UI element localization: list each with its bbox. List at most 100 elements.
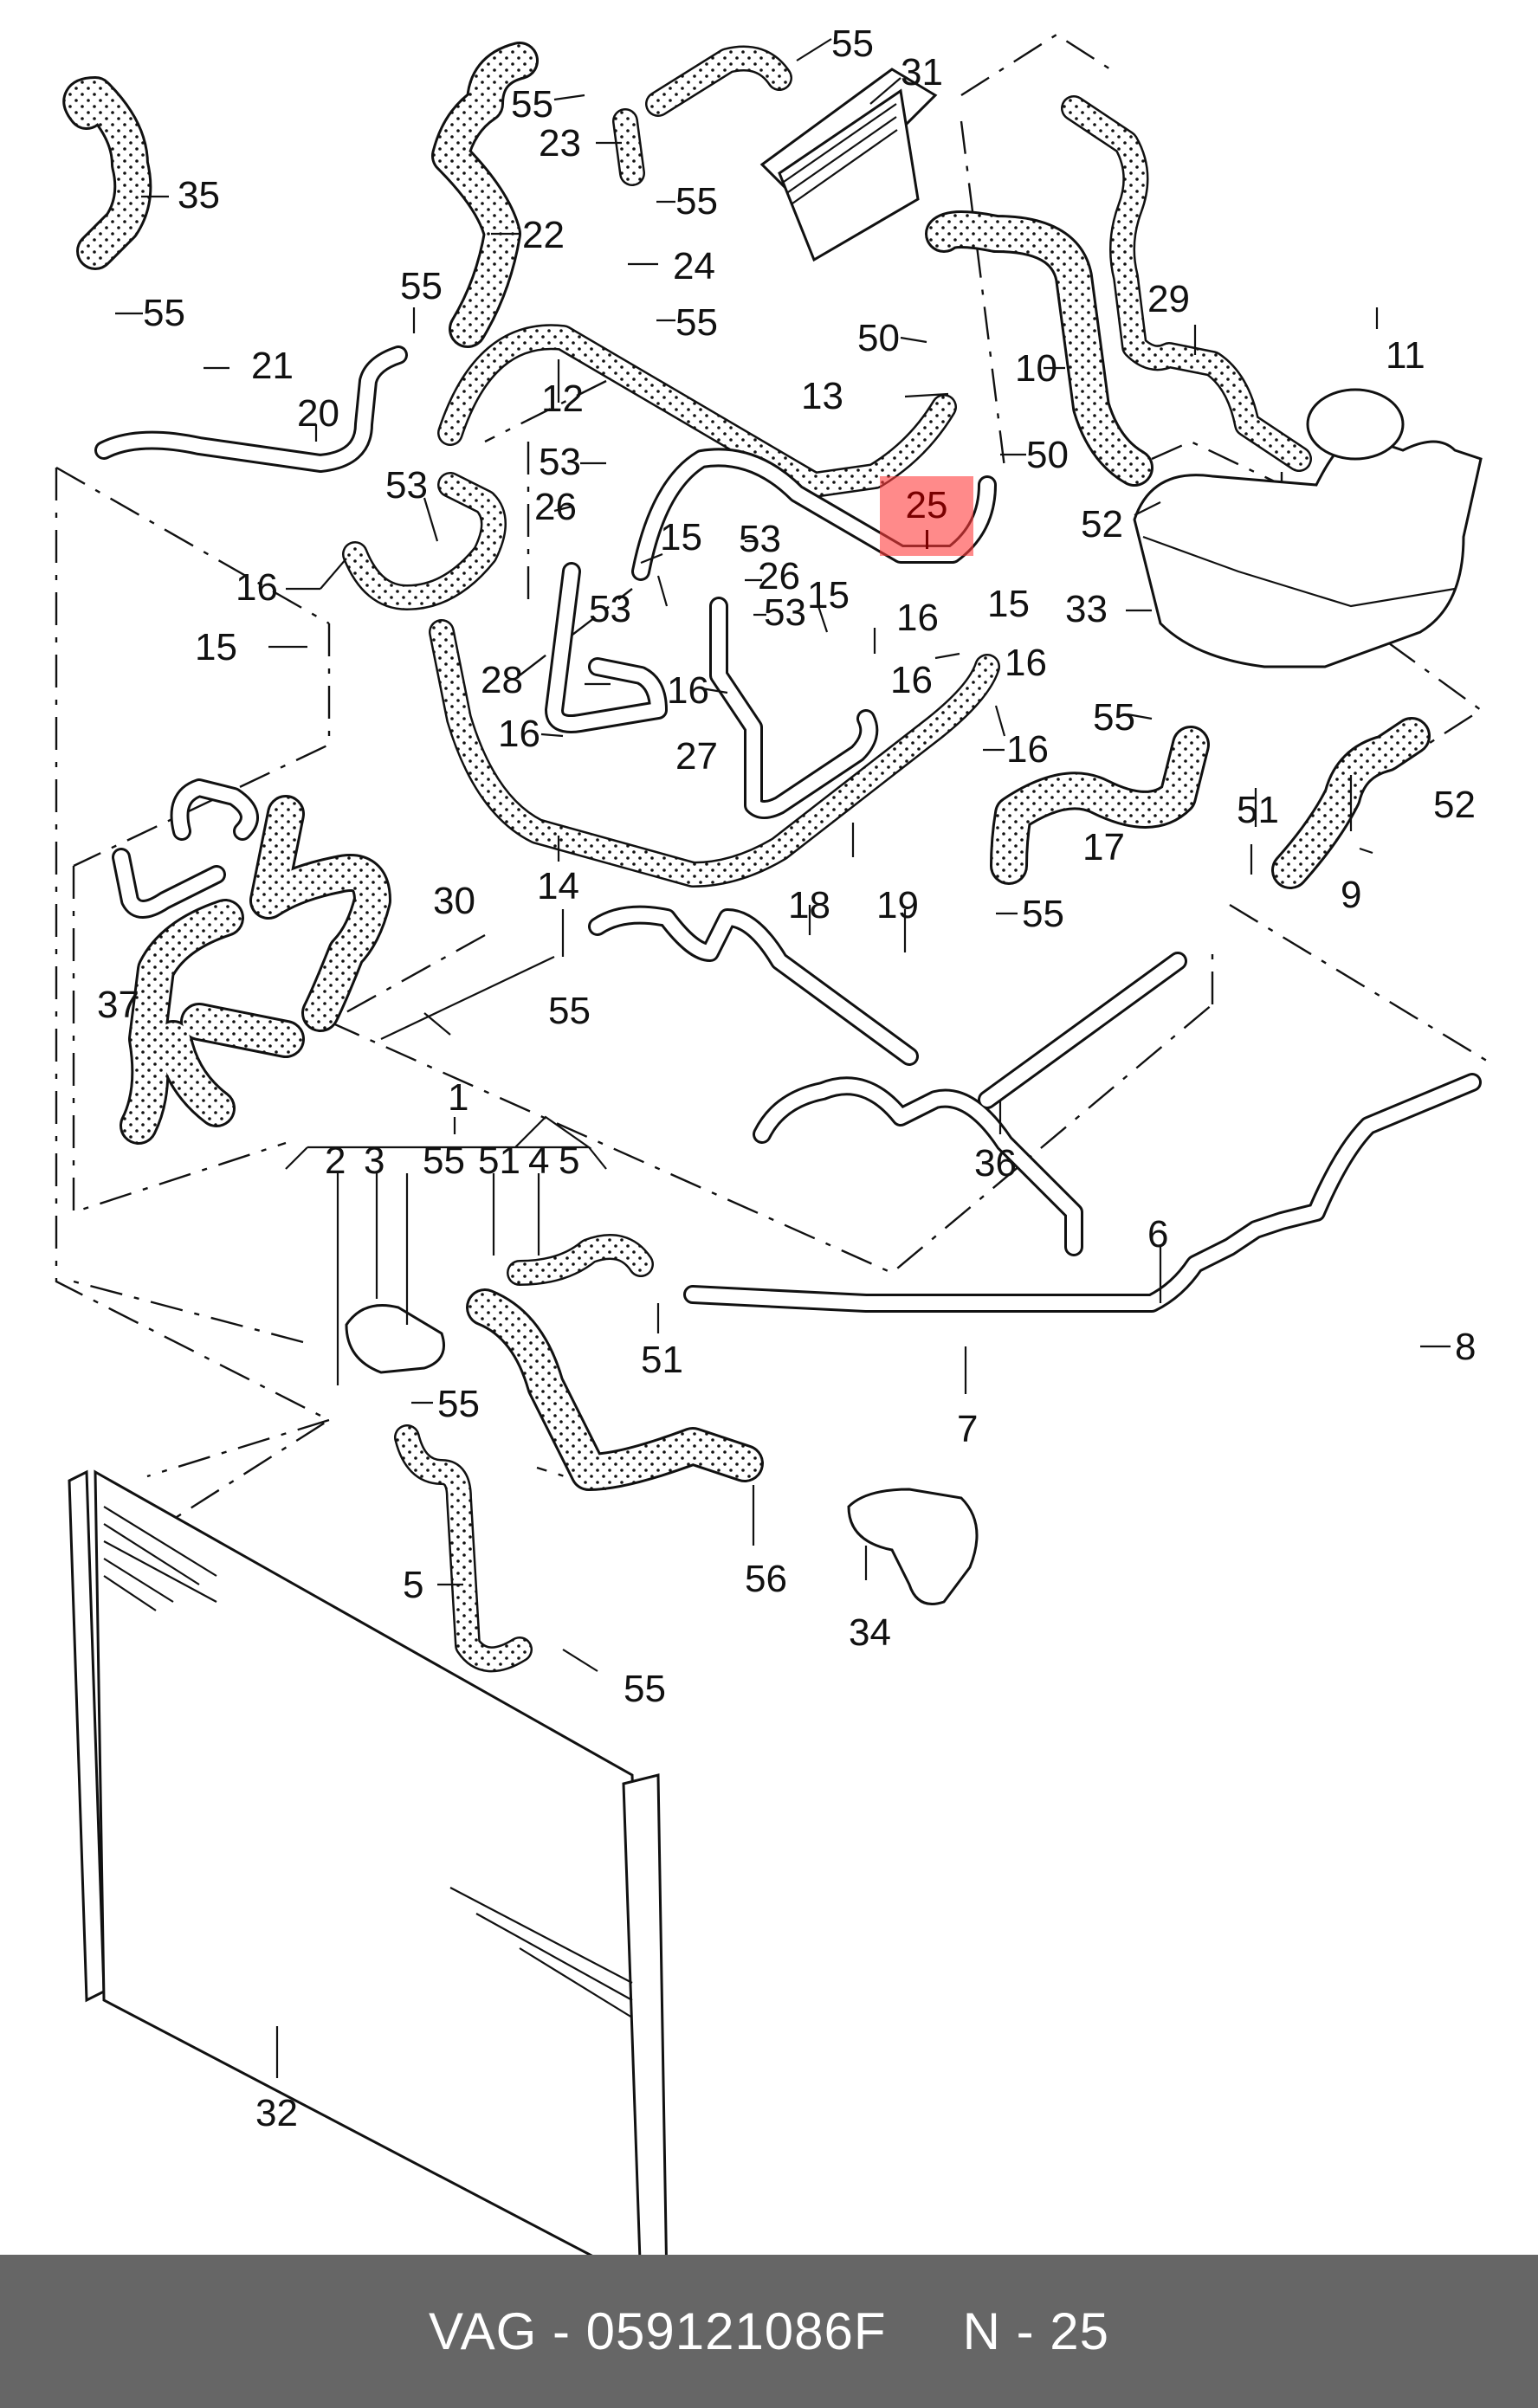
spacer — [887, 2301, 963, 2361]
callout-28[interactable]: 28 — [481, 659, 523, 701]
hose-upper — [645, 45, 792, 117]
expansion-tank-33 — [1133, 388, 1483, 668]
callout-55[interactable]: 55 — [1022, 893, 1064, 935]
callout-55[interactable]: 55 — [1093, 696, 1135, 739]
hose-22 — [431, 42, 539, 348]
hose-37-lower — [120, 899, 305, 1145]
callout-15[interactable]: 15 — [987, 583, 1030, 625]
callout-50[interactable]: 50 — [857, 317, 900, 359]
callout-3[interactable]: 3 — [364, 1139, 384, 1182]
callout-55[interactable]: 55 — [831, 23, 874, 65]
callout-8[interactable]: 8 — [1455, 1326, 1476, 1368]
callout-9[interactable]: 9 — [1341, 874, 1361, 916]
callout-56[interactable]: 56 — [745, 1558, 787, 1600]
callout-53[interactable]: 53 — [385, 464, 428, 507]
pipe-6 — [683, 1073, 1482, 1313]
footer-text: VAG - 059121086F N - 25 — [429, 2301, 1109, 2361]
callout-20[interactable]: 20 — [297, 392, 339, 435]
hose-5 — [394, 1424, 533, 1673]
pipe-37 — [112, 778, 259, 919]
pipe-36 — [753, 952, 1187, 1256]
callout-36[interactable]: 36 — [974, 1142, 1017, 1185]
callout-32[interactable]: 32 — [255, 2092, 298, 2134]
callout-1[interactable]: 1 — [448, 1076, 469, 1119]
callout-34[interactable]: 34 — [849, 1611, 891, 1654]
callout-53[interactable]: 53 — [764, 591, 806, 634]
callout-16[interactable]: 16 — [890, 659, 933, 701]
callout-26[interactable]: 26 — [758, 555, 800, 597]
callout-51[interactable]: 51 — [1237, 789, 1279, 831]
highlighted-callout-leader — [925, 530, 928, 549]
callout-21[interactable]: 21 — [251, 345, 294, 387]
callout-55[interactable]: 55 — [143, 292, 185, 334]
separator — [571, 2301, 586, 2361]
callout-16[interactable]: 16 — [1006, 728, 1049, 771]
callout-55[interactable]: 55 — [511, 83, 553, 126]
callout-15[interactable]: 15 — [195, 626, 237, 668]
callout-11[interactable]: 11 — [1386, 334, 1425, 377]
callout-16[interactable]: 16 — [1005, 642, 1047, 684]
callout-51[interactable]: 51 — [478, 1139, 520, 1182]
radiator-32 — [68, 1469, 668, 2255]
pipe-28 — [545, 562, 668, 733]
callout-27[interactable]: 27 — [675, 735, 718, 778]
callout-53[interactable]: 53 — [589, 588, 631, 630]
callout-53[interactable]: 53 — [739, 518, 781, 560]
callout-16[interactable]: 16 — [236, 566, 278, 609]
callout-16[interactable]: 16 — [498, 713, 540, 755]
callout-16[interactable]: 16 — [896, 597, 939, 639]
callout-29[interactable]: 29 — [1147, 278, 1190, 320]
hose-23 — [612, 108, 645, 186]
callout-55[interactable]: 55 — [675, 301, 718, 344]
brand-separator: - — [552, 2302, 571, 2360]
callout-15[interactable]: 15 — [660, 516, 702, 558]
callout-55[interactable]: 55 — [675, 180, 718, 223]
callout-18[interactable]: 18 — [788, 884, 830, 926]
position-prefix: N — [962, 2302, 1001, 2360]
callout-30[interactable]: 30 — [433, 880, 475, 922]
components — [68, 68, 1483, 2255]
callout-31[interactable]: 31 — [901, 51, 943, 94]
callout-55[interactable]: 55 — [400, 265, 443, 307]
callout-35[interactable]: 35 — [178, 174, 220, 216]
oil-cooler-31 — [759, 68, 938, 262]
callout-52[interactable]: 52 — [1081, 503, 1123, 546]
callout-10[interactable]: 10 — [1015, 347, 1057, 390]
callout-53[interactable]: 53 — [539, 441, 581, 483]
callout-15[interactable]: 15 — [807, 574, 850, 617]
flange-1 — [345, 1304, 445, 1374]
callout-13[interactable]: 13 — [801, 375, 843, 417]
callout-5[interactable]: 5 — [559, 1139, 579, 1182]
highlighted-callout-25[interactable]: 25 — [880, 476, 973, 556]
callout-5[interactable]: 5 — [403, 1564, 423, 1606]
callout-33[interactable]: 33 — [1065, 588, 1108, 630]
callout-55[interactable]: 55 — [437, 1383, 480, 1425]
callout-26[interactable]: 26 — [534, 486, 577, 528]
part-info-footer: VAG - 059121086F N - 25 — [0, 2255, 1538, 2408]
callout-37[interactable]: 37 — [97, 984, 139, 1026]
callout-55[interactable]: 55 — [423, 1139, 465, 1182]
callout-24[interactable]: 24 — [673, 245, 715, 287]
callout-7[interactable]: 7 — [957, 1408, 978, 1450]
brand: VAG — [429, 2302, 538, 2360]
hose-12 — [437, 324, 957, 498]
part-number: 059121086F — [585, 2302, 887, 2360]
callout-12[interactable]: 12 — [541, 378, 584, 420]
callout-2[interactable]: 2 — [325, 1139, 346, 1182]
callout-55[interactable]: 55 — [548, 990, 591, 1032]
callout-17[interactable]: 17 — [1082, 826, 1125, 868]
callout-14[interactable]: 14 — [537, 865, 579, 907]
callout-51[interactable]: 51 — [641, 1339, 683, 1381]
callout-23[interactable]: 23 — [539, 122, 581, 165]
hose-10 — [925, 210, 1154, 487]
callout-52[interactable]: 52 — [1433, 784, 1476, 826]
callout-4[interactable]: 4 — [528, 1139, 549, 1182]
position-separator: - — [1016, 2302, 1035, 2360]
callout-50[interactable]: 50 — [1026, 434, 1069, 476]
callout-19[interactable]: 19 — [876, 884, 919, 926]
parts-diagram: 35 55 21 20 55 22 55 23 55 24 55 55 31 1… — [55, 23, 1495, 2255]
callout-16[interactable]: 16 — [667, 669, 709, 712]
callout-55[interactable]: 55 — [624, 1668, 666, 1710]
callout-22[interactable]: 22 — [522, 214, 565, 256]
callout-6[interactable]: 6 — [1147, 1213, 1168, 1256]
